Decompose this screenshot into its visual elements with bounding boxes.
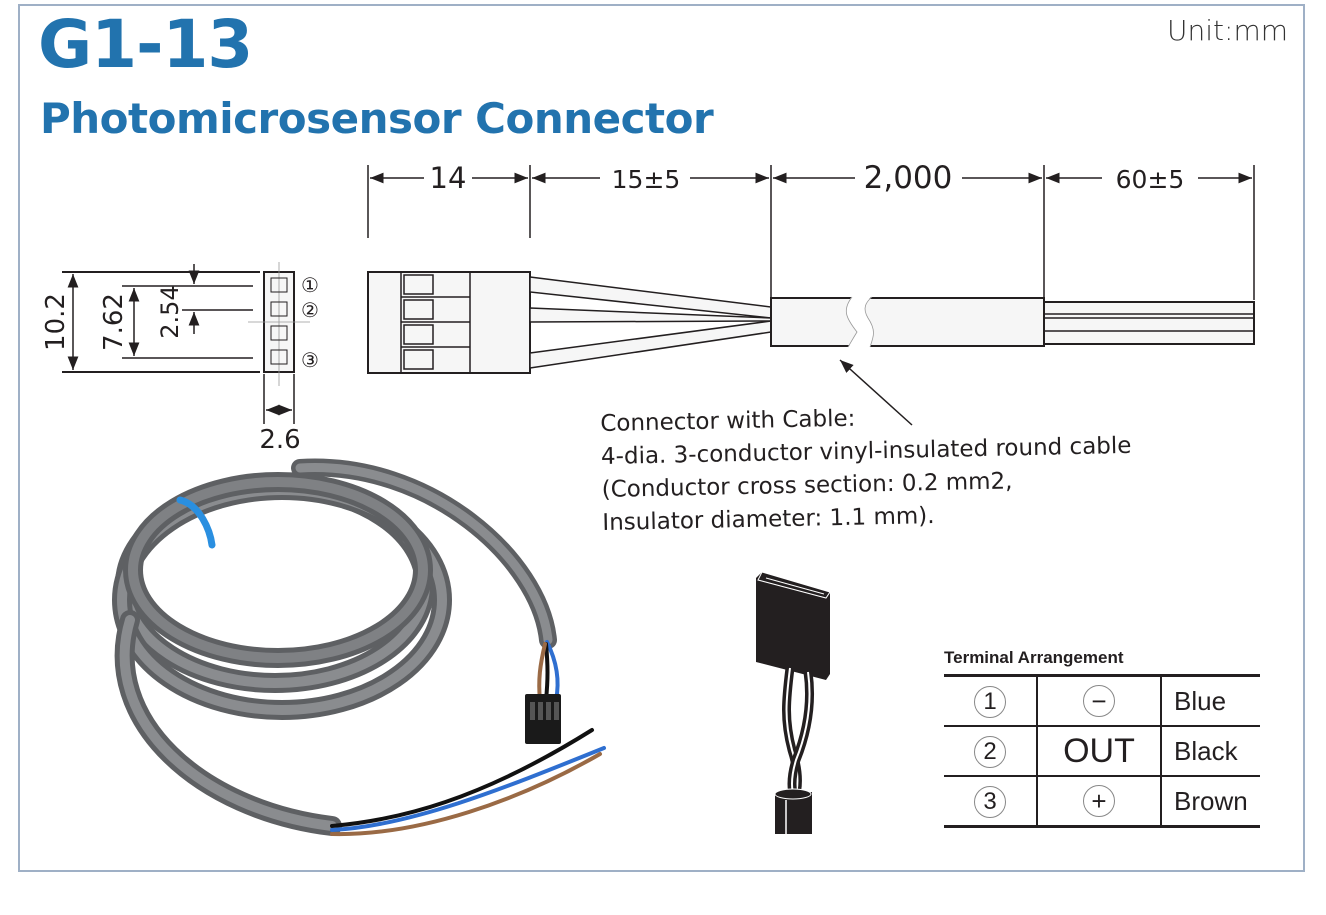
terminal-table: 1 − Blue 2 OUT Black 3 + Brown bbox=[944, 674, 1260, 828]
dim-height-total: 10.2 bbox=[41, 293, 71, 351]
wire-color: Blue bbox=[1174, 685, 1227, 716]
connector-illustration bbox=[756, 571, 831, 834]
model-number: G1-13 bbox=[38, 6, 253, 83]
dim-cable-length: 2,000 bbox=[864, 160, 953, 196]
pin-function: − bbox=[1083, 685, 1115, 717]
pin-number: 2 bbox=[974, 735, 1006, 768]
pin-number: 1 bbox=[974, 685, 1006, 718]
dim-lead-length: 60±5 bbox=[1116, 165, 1185, 194]
wire-color: Brown bbox=[1161, 775, 1260, 827]
connector-cable-drawing bbox=[367, 271, 1255, 426]
pin-label-1: ① bbox=[301, 273, 319, 297]
pin-label-2: ② bbox=[301, 298, 319, 322]
cable-spec-note: Connector with Cable: 4-dia. 3-conductor… bbox=[600, 397, 1133, 540]
dim-wire-length: 15±5 bbox=[612, 165, 681, 194]
pin-label-3: ③ bbox=[301, 348, 319, 372]
dim-pitch: 2.54 bbox=[156, 285, 184, 338]
pin-function: OUT bbox=[1063, 731, 1135, 770]
pin-number: 3 bbox=[974, 785, 1006, 818]
table-row: 1 − Blue bbox=[944, 675, 1260, 726]
pin-function: + bbox=[1083, 785, 1115, 817]
dim-pin-span: 7.62 bbox=[99, 293, 129, 351]
connector-end-view bbox=[62, 262, 310, 424]
dim-width: 2.6 bbox=[259, 425, 300, 455]
photo-connector bbox=[525, 694, 561, 744]
wire-color: Black bbox=[1161, 725, 1260, 776]
table-row: 2 OUT Black bbox=[944, 725, 1260, 776]
dim-connector-length: 14 bbox=[430, 161, 467, 195]
terminal-title: Terminal Arrangement bbox=[944, 648, 1124, 667]
cable-photo bbox=[112, 458, 606, 837]
top-dimension-lines bbox=[367, 165, 1255, 300]
product-title: Photomicrosensor Connector bbox=[40, 94, 714, 143]
unit-label: Unit:mm bbox=[1167, 14, 1288, 47]
terminal-arrangement: Terminal Arrangement 1 − Blue 2 OUT Blac… bbox=[944, 648, 1260, 828]
table-row: 3 + Brown bbox=[944, 775, 1260, 827]
